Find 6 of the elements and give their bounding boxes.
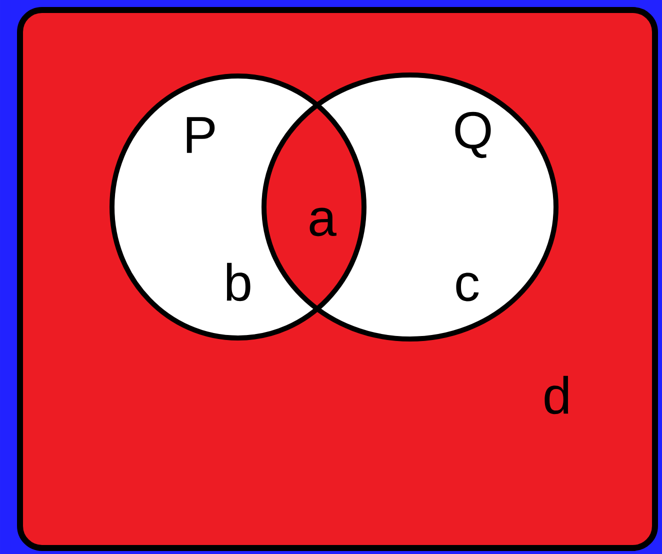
set-name: Q bbox=[455, 112, 491, 158]
set-label: d bbox=[544, 376, 568, 414]
set-name: P bbox=[186, 117, 215, 153]
region-label: a bbox=[310, 208, 336, 236]
region-label: b bbox=[226, 262, 250, 302]
region-label: c bbox=[456, 272, 479, 302]
